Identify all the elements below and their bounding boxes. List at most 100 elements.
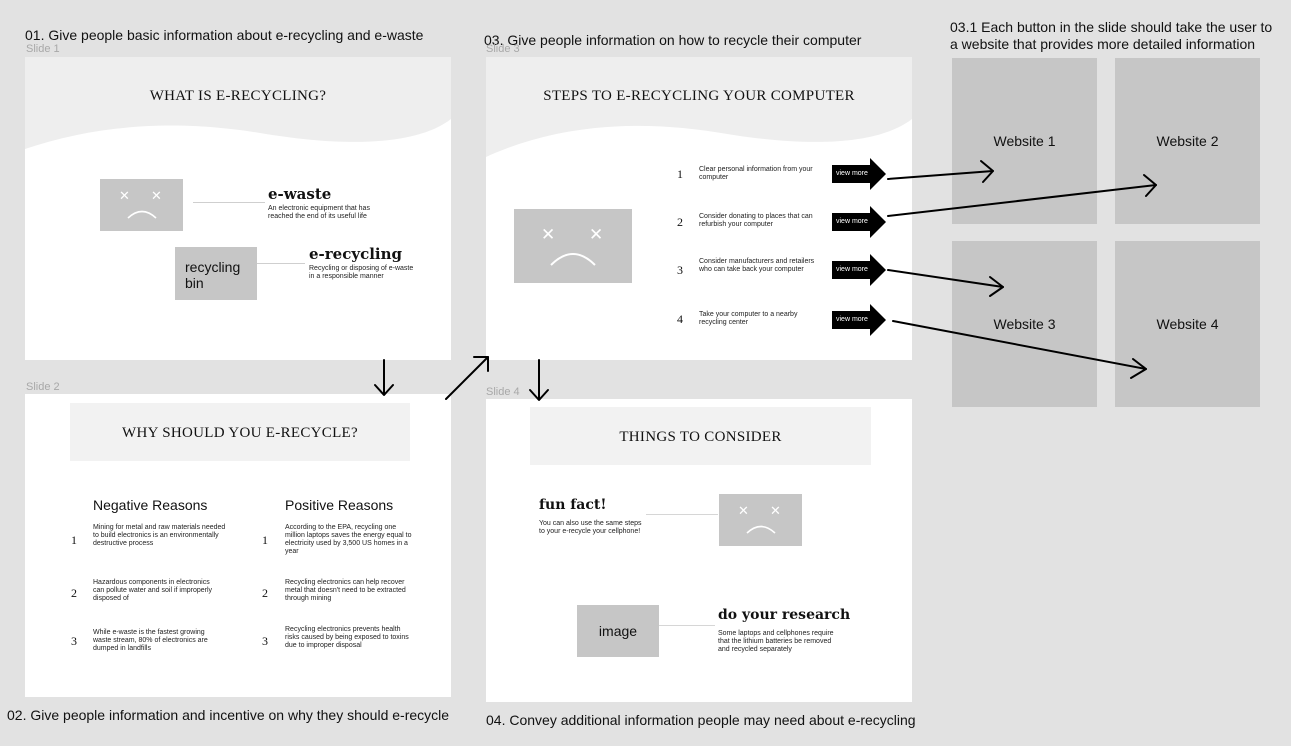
connector-line	[659, 625, 715, 626]
slide-3-title: STEPS TO E-RECYCLING YOUR COMPUTER	[543, 88, 855, 104]
erecycling-heading: e-recycling	[309, 245, 402, 263]
positive-reason-text: Recycling electronics prevents health ri…	[285, 626, 409, 649]
slide-1-label: Slide 1	[26, 43, 60, 55]
step-number: 2	[677, 215, 683, 229]
x-eye-icon: ✕	[151, 189, 162, 204]
x-eye-icon: ✕	[738, 504, 749, 519]
erecycling-definition-line-2: in a responsible manner	[309, 273, 384, 280]
positive-reason-text: Recycling electronics can help recover m…	[285, 579, 406, 602]
research-text-line-1: Some laptops and cellphones require	[718, 630, 834, 637]
sad-face-placeholder: ✕ ✕	[100, 179, 183, 231]
research-text-line-2: that the lithium batteries be removed	[718, 638, 832, 645]
positive-reason-number: 2	[262, 586, 268, 600]
slide-2-title: WHY SHOULD YOU E-RECYCLE?	[122, 425, 358, 441]
website-3-label: Website 3	[993, 316, 1056, 332]
research-heading: do your research	[718, 607, 851, 623]
ewaste-definition-line-2: reached the end of its useful life	[268, 213, 367, 220]
image-label: image	[598, 623, 638, 639]
arrow-step4-to-website-4	[892, 320, 1147, 379]
website-2-label: Website 2	[1156, 133, 1219, 149]
note-03-1: 03.1 Each button in the slide should tak…	[950, 19, 1272, 53]
arrow-button-shape	[832, 158, 886, 190]
recycling-bin-placeholder: recycling bin	[175, 247, 257, 300]
ewaste-heading: e-waste	[268, 185, 332, 203]
erecycling-definition: Recycling or disposing of e-waste in a r…	[309, 265, 413, 281]
slide-1-title: WHAT IS E-RECYCLING?	[149, 88, 327, 104]
note-03-1-line1: 03.1 Each button in the slide should tak…	[950, 19, 1273, 35]
step-number: 4	[677, 312, 683, 326]
negative-reason-number: 1	[71, 533, 77, 547]
frown-icon	[127, 210, 157, 219]
x-eye-icon: ✕	[770, 504, 781, 519]
fun-fact-text: You can also use the same steps to your …	[539, 520, 641, 536]
view-more-button[interactable]: view more	[832, 206, 886, 238]
note-03: 03. Give people information on how to re…	[484, 32, 862, 48]
slide-1: WHAT IS E-RECYCLING? ✕ ✕ e-waste An elec…	[25, 57, 451, 360]
website-3-card[interactable]: Website 3	[952, 241, 1097, 407]
view-more-button[interactable]: view more	[832, 158, 886, 190]
step-number: 1	[677, 167, 683, 181]
slide-4-title-box	[530, 407, 871, 465]
positive-reason-number: 1	[262, 533, 268, 547]
website-1-label: Website 1	[993, 133, 1056, 149]
negative-reason-number: 3	[71, 634, 77, 648]
slide-4-label: Slide 4	[486, 386, 520, 398]
view-more-label: view more	[836, 170, 868, 177]
negative-reason-text: While e-waste is the fastest growing was…	[93, 629, 208, 652]
view-more-button[interactable]: view more	[832, 304, 886, 336]
arrow-slide1-to-slide2	[374, 359, 394, 396]
website-4-card[interactable]: Website 4	[1115, 241, 1260, 407]
arrow-slide2-to-slide3	[445, 356, 489, 400]
positive-reason-text: According to the EPA, recycling one mill…	[285, 524, 412, 555]
slide-3-label: Slide 3	[486, 43, 520, 55]
sad-face-placeholder: ✕ ✕	[719, 494, 802, 546]
slide-2: WHY SHOULD YOU E-RECYCLE? Negative Reaso…	[25, 394, 451, 697]
slide-2-title-box	[70, 403, 410, 461]
arrow-step2-to-website-2	[887, 174, 1157, 217]
slide-3-wave	[486, 57, 912, 157]
fun-fact-text-line-2: to your e-recycle your cellphone!	[539, 528, 641, 535]
negative-reason-number: 2	[71, 586, 77, 600]
note-02: 02. Give people information and incentiv…	[7, 707, 450, 723]
positive-reasons-heading: Positive Reasons	[285, 497, 394, 513]
arrow-step1-to-website-1	[887, 160, 994, 183]
arrow-slide3-to-slide4	[529, 359, 549, 401]
step-text: Take your computer to a nearby recycling…	[699, 311, 798, 326]
website-1-card[interactable]: Website 1	[952, 58, 1097, 224]
view-more-label: view more	[836, 266, 868, 273]
connector-line	[646, 514, 718, 515]
slide-3: STEPS TO E-RECYCLING YOUR COMPUTER ✕ ✕ 1…	[486, 57, 912, 360]
negative-reason-text: Mining for metal and raw materials neede…	[93, 524, 226, 547]
arrow-step3-to-website-3	[887, 269, 1004, 297]
negative-reasons-heading: Negative Reasons	[93, 497, 208, 513]
slide-1-wave	[25, 57, 451, 149]
website-2-card[interactable]: Website 2	[1115, 58, 1260, 224]
frown-icon	[550, 253, 596, 266]
view-more-label: view more	[836, 316, 868, 323]
fun-fact-heading: fun fact!	[539, 497, 607, 513]
website-4-label: Website 4	[1156, 316, 1219, 332]
view-more-button[interactable]: view more	[832, 254, 886, 286]
x-eye-icon: ✕	[541, 225, 556, 245]
slide-2-label: Slide 2	[26, 381, 60, 393]
negative-reason-text: Hazardous components in electronics can …	[93, 579, 213, 602]
connector-line	[257, 263, 305, 264]
slide-4: THINGS TO CONSIDER fun fact! You can als…	[486, 399, 912, 702]
erecycling-definition-line-1: Recycling or disposing of e-waste	[309, 265, 414, 272]
frown-icon	[746, 525, 776, 534]
image-placeholder: image	[577, 605, 659, 657]
view-more-label: view more	[836, 218, 868, 225]
x-eye-icon: ✕	[589, 225, 604, 245]
note-01: 01. Give people basic information about …	[25, 27, 424, 43]
slide-4-title: THINGS TO CONSIDER	[619, 429, 782, 445]
connector-line	[193, 202, 265, 203]
step-text: Consider donating to places that can ref…	[699, 213, 813, 228]
fun-fact-text-line-1: You can also use the same steps	[539, 520, 642, 527]
recycling-bin-label: recycling bin	[185, 259, 241, 291]
arrow-button-shape	[832, 254, 886, 286]
positive-reason-number: 3	[262, 634, 268, 648]
ewaste-definition-line-1: An electronic equipment that has	[268, 205, 370, 212]
research-text: Some laptops and cellphones require that…	[718, 630, 834, 654]
step-number: 3	[677, 263, 683, 277]
